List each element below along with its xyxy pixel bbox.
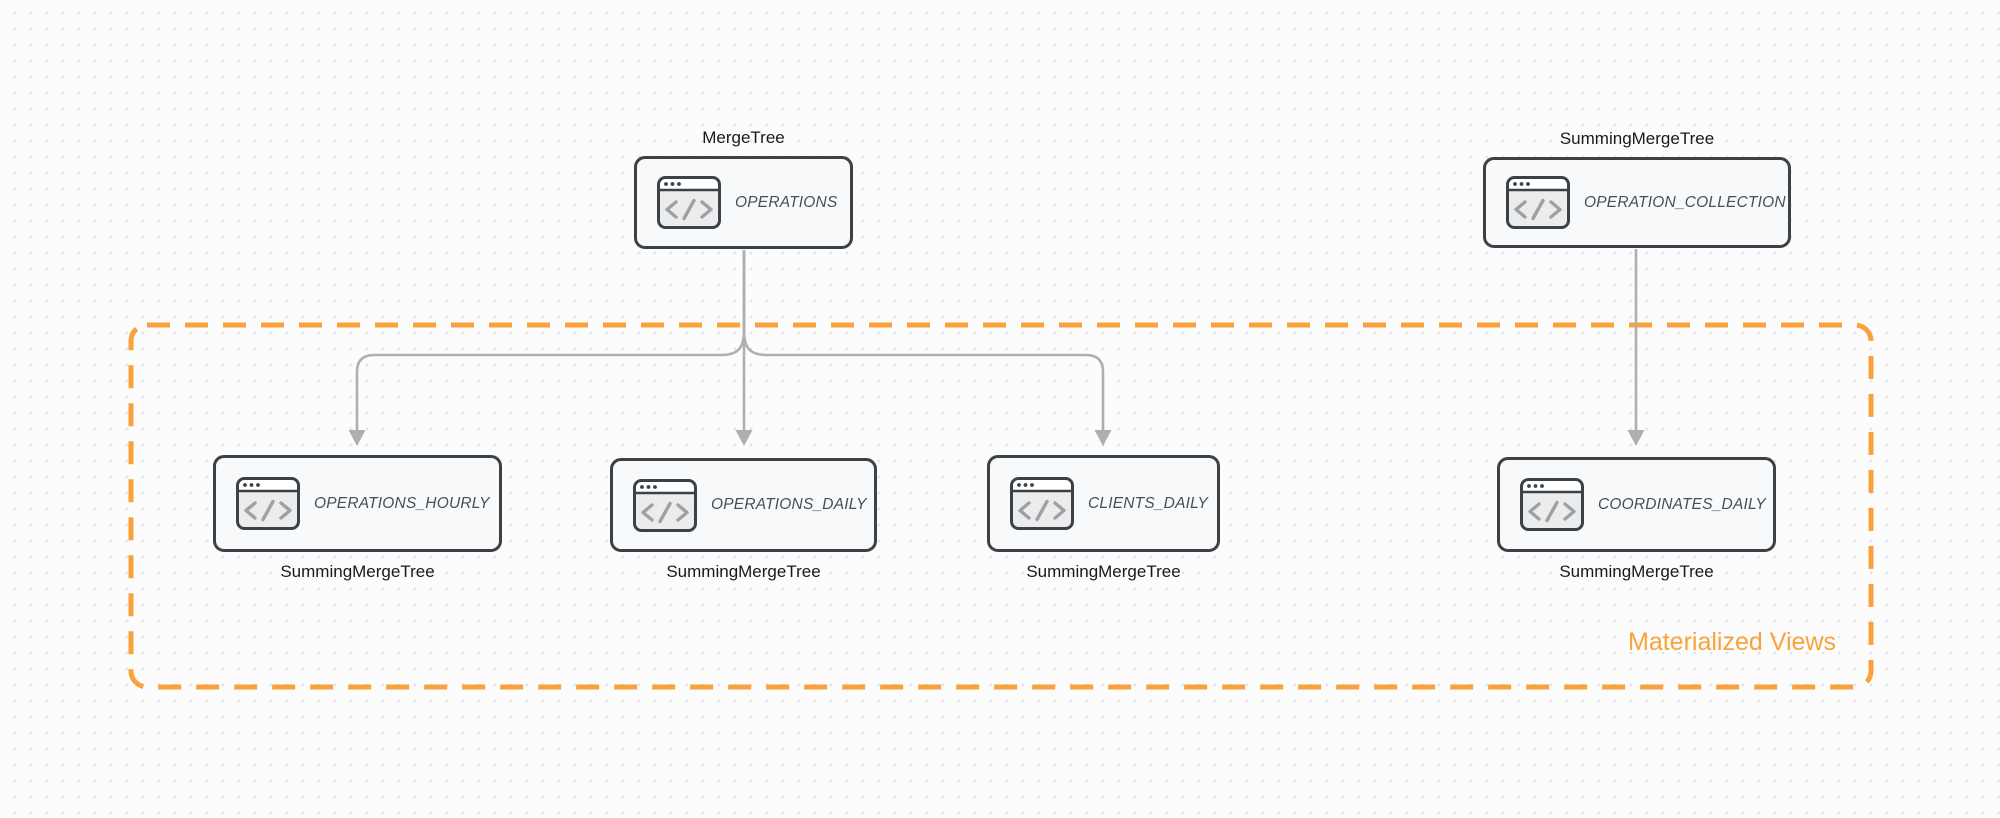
node-title: CLIENTS_DAILY — [1088, 494, 1209, 512]
edge-operations-to-clients-daily — [742, 250, 1105, 431]
code-window-icon — [657, 176, 721, 229]
node-operations[interactable]: MergeTree OPERATIONS — [634, 128, 853, 249]
code-window-icon — [1520, 478, 1584, 531]
node-box[interactable]: CLIENTS_DAILY — [987, 455, 1220, 552]
arrowhead-icon — [348, 430, 366, 446]
code-window-icon — [1506, 176, 1570, 229]
engine-label: SummingMergeTree — [280, 562, 435, 581]
arrowhead-icon — [1094, 430, 1112, 446]
node-operations-hourly[interactable]: SummingMergeTree OPERATIONS_HOURLY — [213, 455, 502, 581]
arrowhead-icon — [1627, 430, 1645, 446]
node-clients-daily[interactable]: SummingMergeTree CLIENTS_DAILY — [987, 455, 1220, 581]
node-title: COORDINATES_DAILY — [1598, 495, 1766, 513]
node-box[interactable]: OPERATIONS — [634, 156, 853, 249]
node-box[interactable]: OPERATIONS_HOURLY — [213, 455, 502, 552]
code-window-icon — [1010, 477, 1074, 530]
engine-label: SummingMergeTree — [1026, 562, 1181, 581]
materialized-views-label: Materialized Views — [1628, 628, 1836, 656]
edge-operations-to-operations-hourly — [355, 250, 746, 431]
node-title: OPERATIONS_HOURLY — [314, 494, 490, 512]
code-window-icon — [236, 477, 300, 530]
node-title: OPERATIONS — [735, 193, 838, 211]
node-box[interactable]: COORDINATES_DAILY — [1497, 457, 1776, 552]
node-title: OPERATIONS_DAILY — [711, 496, 867, 513]
node-box[interactable]: OPERATION_COLLECTION — [1483, 157, 1791, 248]
arrowhead-icon — [735, 430, 753, 446]
node-operation-collection[interactable]: SummingMergeTree OPERATION_COLLECTION — [1483, 129, 1791, 248]
node-box[interactable]: OPERATIONS_DAILY — [610, 458, 877, 552]
node-coordinates-daily[interactable]: SummingMergeTree COORDINATES_DAILY — [1497, 457, 1776, 581]
engine-label: SummingMergeTree — [1559, 129, 1715, 148]
node-operations-daily[interactable]: SummingMergeTree OPERATIONS_DAILY — [610, 458, 877, 581]
node-title: OPERATION_COLLECTION — [1584, 193, 1786, 211]
engine-label: MergeTree — [702, 128, 785, 147]
engine-label: SummingMergeTree — [1559, 562, 1714, 581]
engine-label: SummingMergeTree — [666, 562, 821, 581]
code-window-icon — [633, 478, 697, 532]
